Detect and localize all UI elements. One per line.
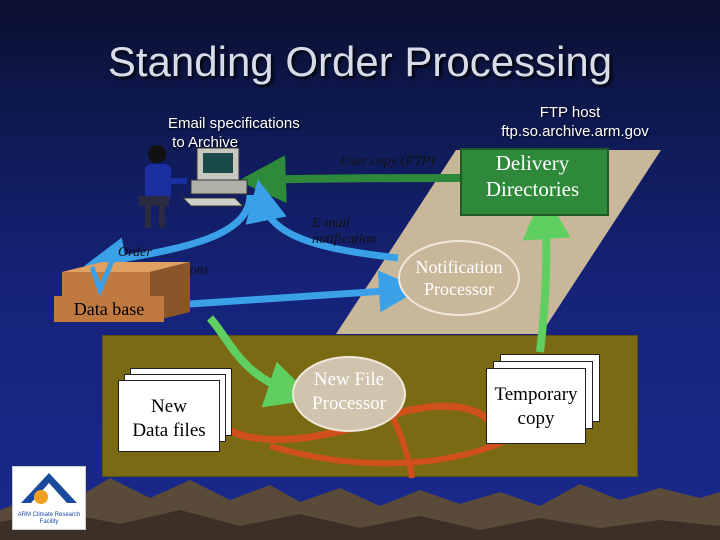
ftp-host-line2: ftp.so.archive.arm.gov [501,123,649,140]
arm-logo: ARM Climate Research Facility [12,466,86,530]
ftp-host-line1: FTP host [539,104,601,121]
nfp-line1: New File [313,369,385,390]
delivery-line2: Directories [485,177,580,201]
logo-mountain-icon [21,473,77,504]
notif-proc-line1: Notification [415,257,503,277]
logo-text: ARM Climate Research Facility [17,512,81,525]
nfp-line2: Processor [312,393,386,414]
new-file-processor: New File Processor [292,356,406,432]
db-to-nfp-arrow [206,315,315,408]
delivery-line1: Delivery [495,151,570,175]
email-notif-line2: notification [312,232,377,247]
email-notification-label: E-mail notification [312,216,377,248]
temp-line1: Temporary [494,384,578,405]
db-to-notif-arrow [174,270,421,313]
temp-line2: copy [517,408,555,429]
user-copy-arrow [238,155,461,204]
new-data-files: New Data files [118,380,220,452]
order-spec-arrow [84,194,254,279]
email-notif-line1: E-mail [312,216,351,231]
data-flow-arrow-2 [269,437,510,467]
database-label: Data base [54,296,164,322]
user-at-computer-icon [139,145,248,228]
user-copy-label: User copy (FTP) [340,154,435,169]
email-spec-label: Email specifications to Archive [168,115,300,151]
delivery-directories: Delivery Directories [462,150,603,202]
notification-processor: Notification Processor [398,240,520,316]
email-notification-arrow [245,179,399,262]
temp-to-delivery-arrow [522,191,571,353]
new-data-line2: Data files [132,420,206,441]
notif-proc-line2: Processor [424,279,494,299]
temporary-copy: Temporary copy [486,368,586,444]
order-line1: Order [118,245,152,260]
page-title: Standing Order Processing [107,38,613,85]
mountains-decoration [0,478,720,540]
new-data-line1: New [151,396,187,417]
